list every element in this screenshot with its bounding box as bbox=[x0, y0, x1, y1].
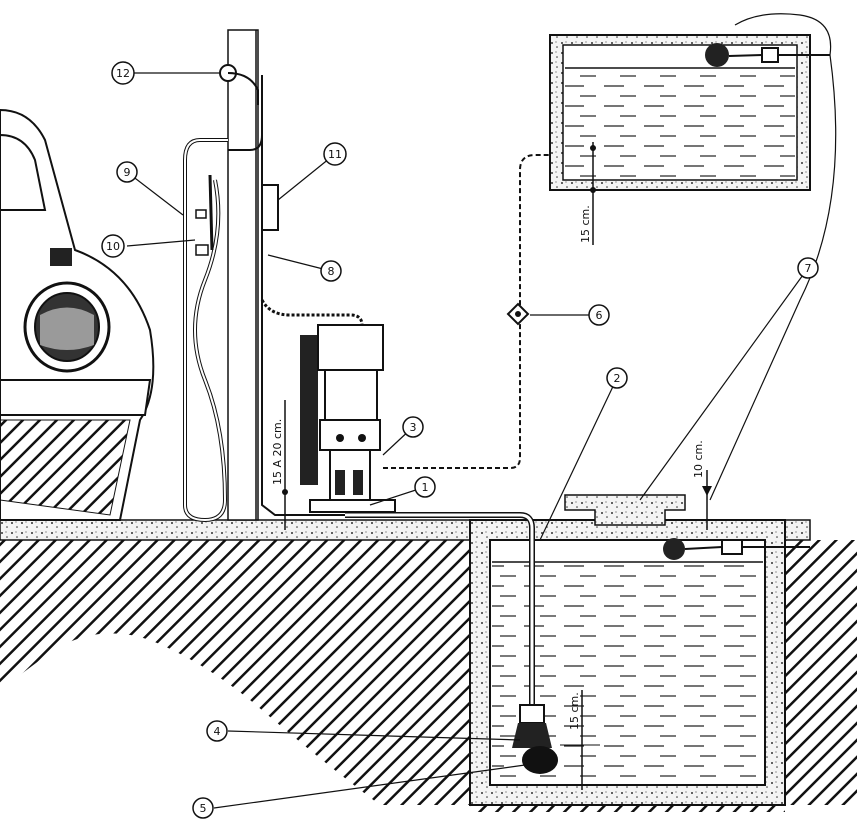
callout-7-label: 7 bbox=[805, 262, 812, 275]
callout-2: 2 bbox=[606, 367, 628, 389]
callout-6: 6 bbox=[588, 304, 610, 326]
callout-10-label: 10 bbox=[106, 240, 120, 253]
callout-5-label: 5 bbox=[200, 802, 207, 815]
dimension-pump-height-label: 15 A 20 cm. bbox=[271, 419, 284, 485]
suction-pipe bbox=[345, 512, 535, 705]
callout-4-label: 4 bbox=[214, 725, 221, 738]
callout-5: 5 bbox=[192, 797, 214, 819]
foot-valve-icon bbox=[512, 704, 558, 774]
float-cable bbox=[709, 13, 837, 501]
dimension-cistern-top-label: 10 cm. bbox=[692, 440, 705, 478]
cistern-float-switch-icon bbox=[663, 538, 810, 560]
callout-8-label: 8 bbox=[328, 265, 335, 278]
callout-4: 4 bbox=[206, 720, 228, 742]
pressure-return-line bbox=[383, 154, 560, 469]
pump-unit bbox=[300, 324, 396, 513]
callout-9-label: 9 bbox=[124, 166, 131, 179]
callout-1-label: 1 bbox=[422, 481, 429, 494]
callout-3-label: 3 bbox=[410, 421, 417, 434]
spray-nozzle-icon bbox=[195, 174, 214, 256]
hose bbox=[183, 138, 228, 523]
delivery-pipe-column bbox=[227, 29, 345, 521]
tank-float-switch-icon bbox=[705, 43, 830, 67]
dimension-cistern-top: 10 cm. bbox=[692, 440, 712, 530]
soil-hatching bbox=[0, 540, 857, 812]
dimension-tank-bottom-label: 15 cm. bbox=[579, 205, 592, 243]
check-valve-icon bbox=[506, 302, 530, 326]
dimension-pump-height: 15 A 20 cm. bbox=[271, 400, 288, 530]
dimension-tank-bottom: 15 cm. bbox=[579, 142, 596, 245]
callout-7: 7 bbox=[797, 257, 819, 279]
callout-10: 10 bbox=[101, 234, 125, 258]
electrical-cable bbox=[260, 299, 364, 326]
callout-leaders bbox=[126, 72, 809, 809]
callout-6-label: 6 bbox=[596, 309, 603, 322]
callout-1: 1 bbox=[414, 476, 436, 498]
dimension-cistern-bottom: 15 cm. bbox=[560, 690, 600, 790]
callout-8: 8 bbox=[320, 260, 342, 282]
dimension-cistern-bottom-label: 15 cm. bbox=[568, 692, 581, 730]
cistern bbox=[469, 494, 786, 806]
callout-9: 9 bbox=[116, 161, 138, 183]
car-front bbox=[0, 108, 155, 521]
callout-3: 3 bbox=[402, 416, 424, 438]
callout-2-label: 2 bbox=[614, 372, 621, 385]
callout-12: 12 bbox=[111, 61, 135, 85]
callout-12-label: 12 bbox=[116, 67, 130, 80]
electrical-switch-box bbox=[261, 184, 279, 231]
callout-11-label: 11 bbox=[328, 148, 342, 161]
callout-11: 11 bbox=[323, 142, 347, 166]
